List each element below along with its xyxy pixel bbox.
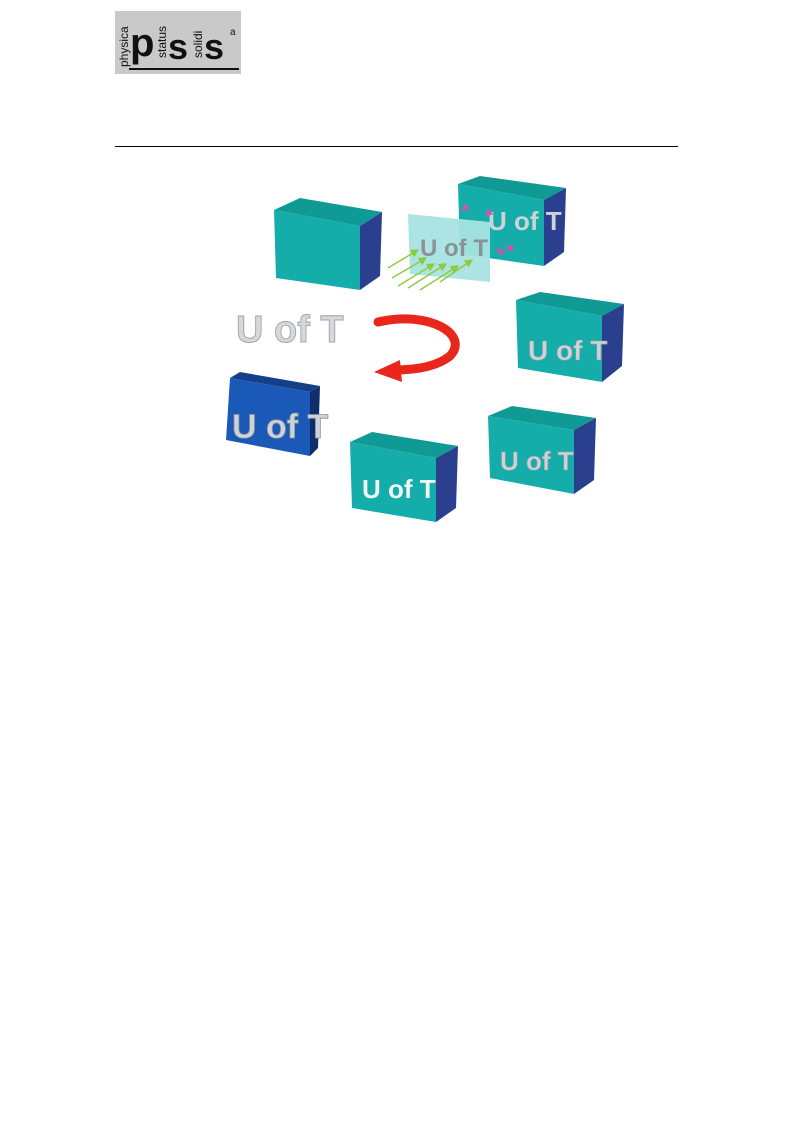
process-arrow bbox=[373, 314, 460, 382]
laser-beams bbox=[387, 249, 474, 291]
exposed-block-label: U of T bbox=[488, 206, 562, 236]
freestanding-letters: U of T bbox=[236, 309, 345, 352]
raised-block: U of T bbox=[350, 432, 458, 522]
deep-etched-block-label: U of T bbox=[500, 446, 574, 476]
process-diagram: U of T U of T U of T bbox=[210, 170, 650, 535]
filled-block-label: U of T bbox=[232, 408, 329, 446]
logo-word-status: status bbox=[155, 26, 169, 58]
logo-letter-s2: s bbox=[204, 26, 224, 67]
logo-letter-p: p bbox=[130, 21, 154, 65]
logo-superscript: a bbox=[230, 27, 236, 38]
etched-block: U of T bbox=[516, 292, 624, 382]
mask-label: U of T bbox=[420, 235, 488, 262]
header-rule bbox=[115, 146, 678, 147]
etched-block-label: U of T bbox=[528, 335, 607, 366]
journal-logo: physica p status s solidi s a bbox=[115, 11, 241, 74]
freestanding-letters-label: U of T bbox=[236, 309, 344, 351]
deep-etched-block: U of T bbox=[488, 406, 596, 494]
filled-block: U of T bbox=[226, 372, 329, 456]
plain-block bbox=[274, 198, 382, 290]
raised-block-label: U of T bbox=[362, 474, 436, 504]
logo-word-physica: physica bbox=[117, 26, 131, 67]
ion-arrows bbox=[460, 203, 516, 255]
logo-word-solidi: solidi bbox=[191, 31, 205, 58]
logo-letter-s1: s bbox=[168, 26, 188, 67]
